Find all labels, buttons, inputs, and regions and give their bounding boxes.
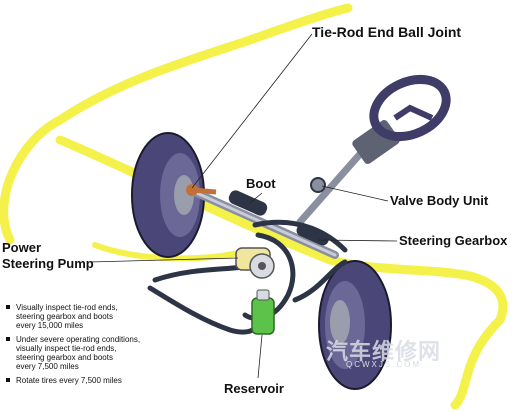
note-item: Rotate tires every 7,500 miles — [6, 376, 156, 385]
leader-line-reservoir — [257, 334, 263, 379]
note-item: Under severe operating conditions, visua… — [6, 335, 156, 371]
left-front-tire — [131, 132, 205, 258]
bullet-icon — [6, 337, 10, 341]
watermark-url: QCWXJS.COM — [346, 360, 422, 369]
note-text: Rotate tires every 7,500 miles — [16, 376, 122, 385]
leader-line-gearbox — [317, 239, 398, 242]
label-steering-gearbox: Steering Gearbox — [399, 233, 508, 248]
label-power-steering-pump: Power Steering Pump — [2, 240, 94, 271]
note-text: Under severe operating conditions, visua… — [16, 335, 141, 371]
note-text: Visually inspect tie-rod ends, steering … — [16, 303, 118, 330]
leader-line-boot — [249, 192, 263, 204]
power-steering-pump — [235, 247, 275, 279]
label-tie-rod-end-ball-joint: Tie-Rod End Ball Joint — [312, 24, 462, 40]
label-valve-body-unit: Valve Body Unit — [390, 193, 489, 208]
leader-line-valve-body — [321, 185, 389, 202]
watermark: 汽车维修网 — [326, 339, 442, 364]
steering-wheel — [369, 74, 451, 142]
maintenance-notes: Visually inspect tie-rod ends, steering … — [6, 303, 156, 390]
leader-line-tie-rod — [191, 33, 313, 189]
boot-left — [228, 190, 268, 216]
steering-column — [296, 74, 451, 226]
label-boot: Boot — [246, 176, 276, 191]
note-item: Visually inspect tie-rod ends, steering … — [6, 303, 156, 330]
valve-body-unit — [310, 177, 326, 193]
right-front-tire — [318, 260, 392, 390]
reservoir — [251, 289, 275, 335]
bullet-icon — [6, 305, 10, 309]
leader-line-pump — [89, 257, 239, 263]
label-reservoir: Reservoir — [224, 381, 284, 396]
bullet-icon — [6, 378, 10, 382]
leader-lines — [89, 33, 398, 379]
